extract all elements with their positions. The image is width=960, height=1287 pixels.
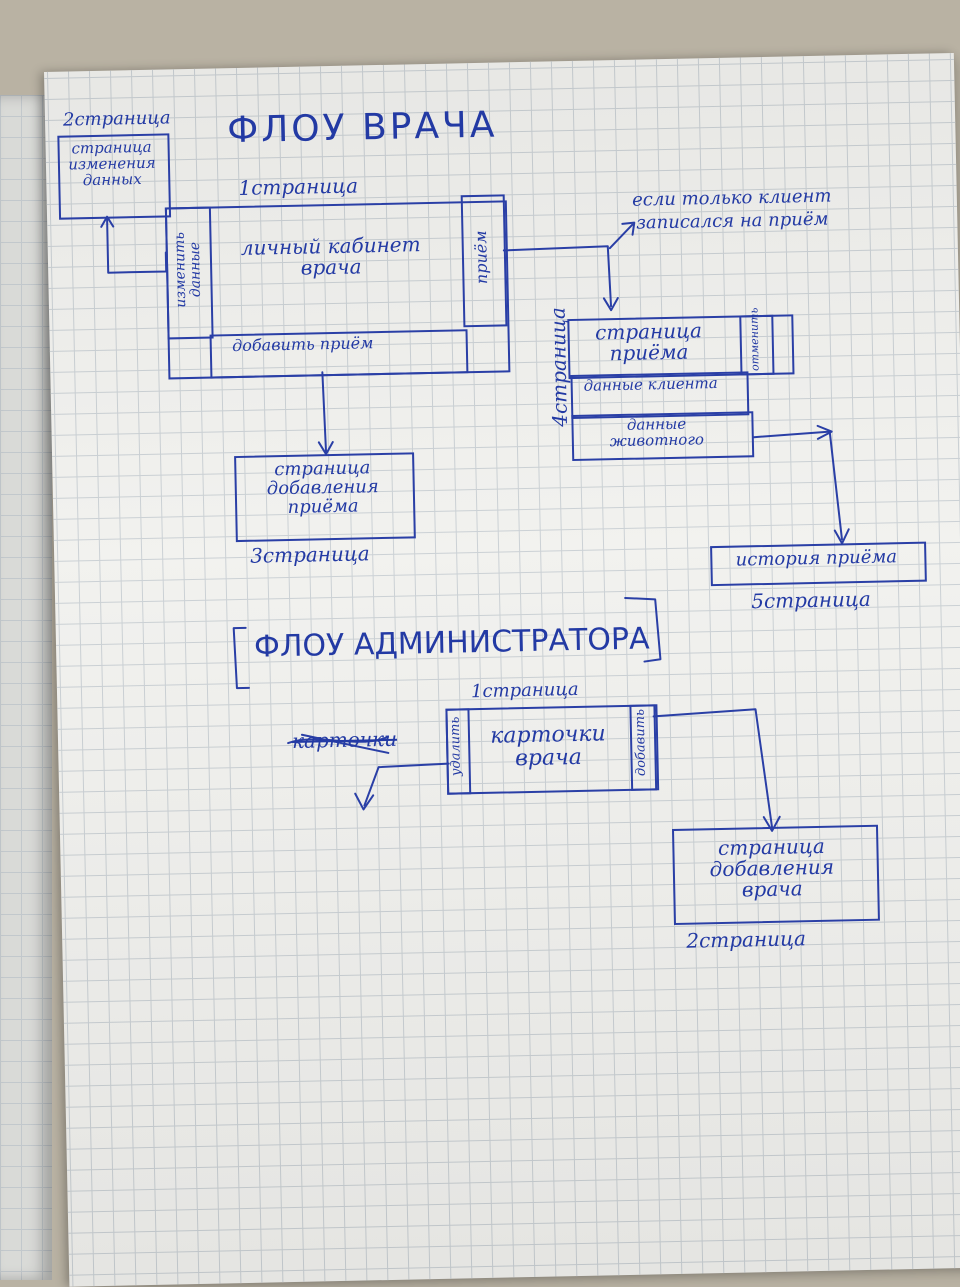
notebook-page: ФЛОУ ВРАЧА 2страница страница изменения … — [44, 52, 960, 1287]
arrow-to-reception-page — [502, 245, 613, 308]
add-reception-tab-label: добавить приём — [231, 333, 374, 356]
admin-page1-label: 1страница — [470, 678, 579, 703]
animal-data-label: данные животного — [609, 414, 705, 450]
doctor-cards-title: карточки врача — [490, 721, 606, 772]
crossed-scribble — [287, 733, 390, 754]
doctor-cabinet-title: личный кабинет врача — [240, 232, 421, 280]
doctor-flow-title: ФЛОУ ВРАЧА — [226, 104, 498, 152]
delete-tab-label: удалить — [447, 716, 465, 777]
arrow-to-add-doctor — [652, 708, 773, 828]
add-reception-page-title: страница добавления приёма — [266, 457, 379, 518]
admin-page2-label: 2страница — [686, 926, 807, 953]
arrow-to-history — [752, 430, 843, 541]
flow-connectors — [100, 215, 850, 832]
page3-label: 3страница — [249, 541, 370, 568]
left-notebook-page — [0, 95, 52, 1280]
reception-tab-label: приём — [471, 230, 492, 285]
title-bracket — [232, 596, 662, 690]
arrow-to-condition — [608, 223, 634, 250]
edit-data-page-title: страница изменения данных — [68, 137, 156, 189]
page5-label: 5страница — [750, 586, 872, 614]
client-data-label: данные клиента — [583, 373, 718, 395]
change-data-tab-label: изменить данные — [171, 231, 204, 308]
admin-flow-title: ФЛОУ АДМИНИСТРАТОРА — [253, 621, 650, 665]
arrow-to-add-page — [321, 371, 328, 453]
page2-label: 2страница — [62, 107, 171, 131]
add-tab-label: добавить — [632, 708, 650, 777]
arrow-down-left — [363, 762, 450, 807]
crossed-cards-label: карточки — [291, 726, 398, 753]
reception-page-side-tab-label: отменить — [747, 307, 762, 372]
cabinet-page1-label: 1страница — [238, 173, 359, 200]
arrow-to-edit-page — [106, 217, 168, 274]
reception-page-title: страница приёма — [594, 318, 703, 366]
condition-note: если только клиент записался на приём — [631, 185, 832, 234]
add-doctor-page-title: страница добавления врача — [709, 833, 835, 902]
